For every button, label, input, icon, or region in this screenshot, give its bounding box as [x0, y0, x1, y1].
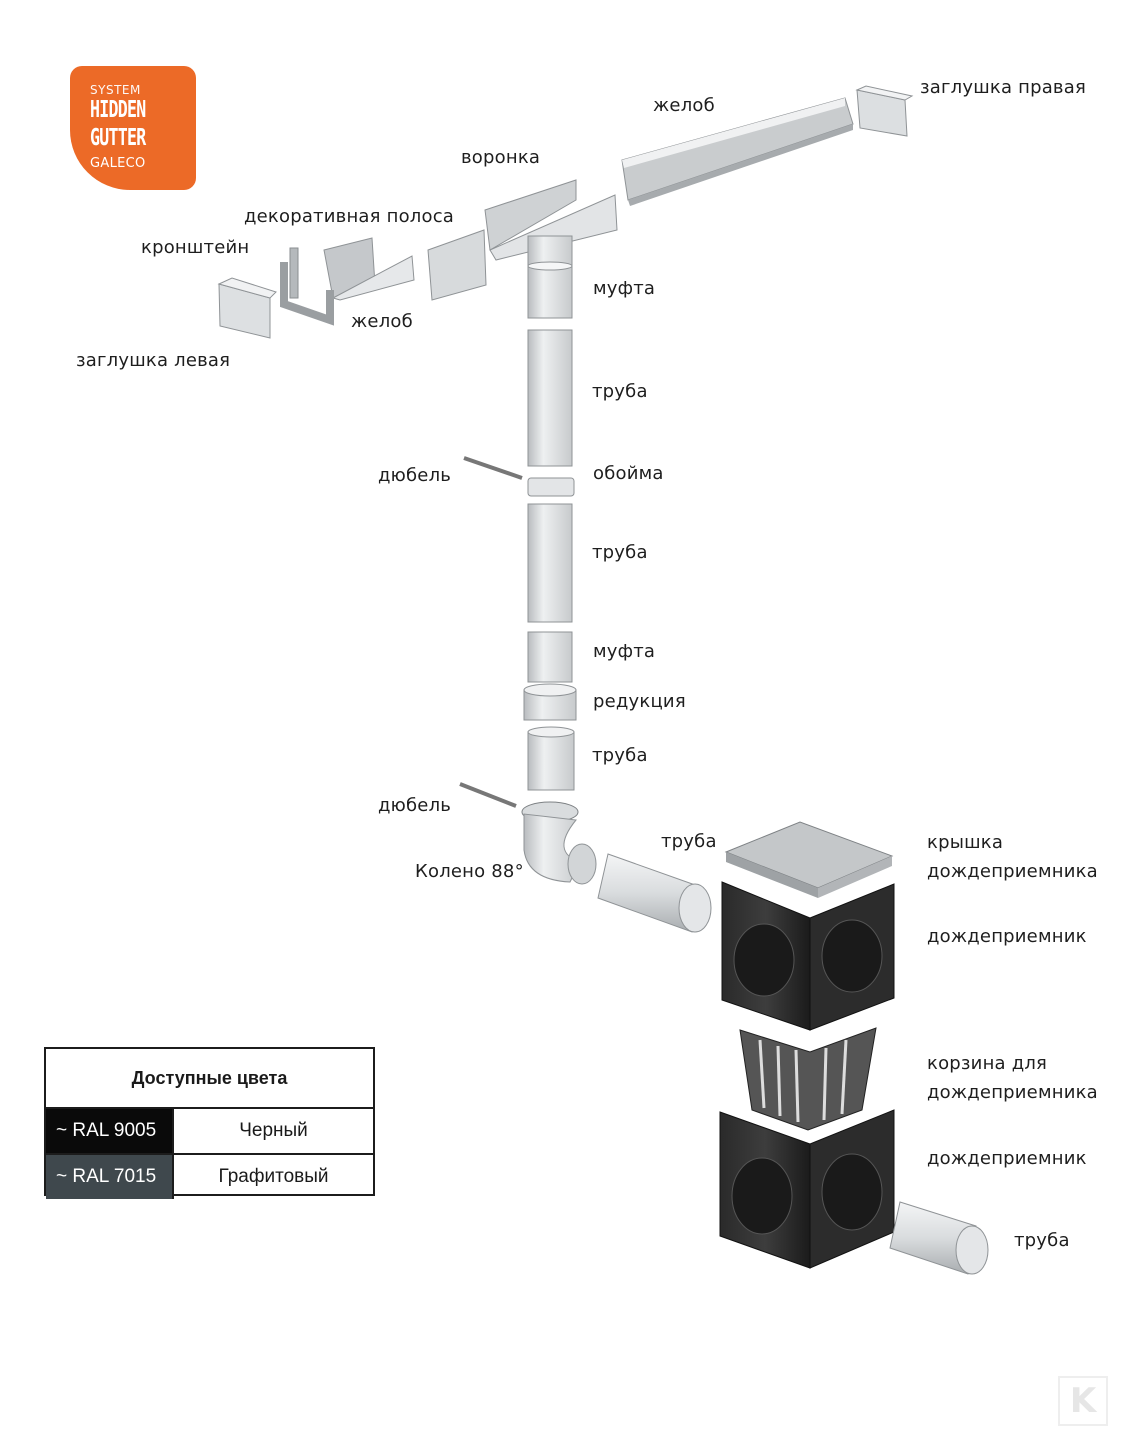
color-row: ~ RAL 7015 Графитовый	[46, 1153, 373, 1199]
label-inlet-1: дождеприемник	[927, 926, 1087, 947]
label-pipe-5: труба	[1014, 1230, 1070, 1251]
label-basket-line2: дождеприемника	[927, 1082, 1098, 1103]
label-end-cap-left: заглушка левая	[76, 350, 231, 371]
logo-hidden: HIDDEN	[90, 97, 146, 123]
label-reducer: редукция	[593, 691, 686, 712]
coupling-1	[527, 261, 573, 319]
available-colors-table: Доступные цвета ~ RAL 9005 Черный ~ RAL …	[44, 1047, 375, 1199]
logo-galeco: GALECO	[90, 156, 146, 171]
pipe-horizontal-2	[889, 1201, 989, 1275]
label-decorative-strip: декоративная полоса	[244, 206, 455, 227]
decorative-strip	[427, 229, 487, 301]
reducer	[523, 683, 577, 721]
label-funnel: воронка	[461, 147, 541, 168]
downpipe-1	[527, 329, 573, 467]
bracket	[280, 247, 334, 326]
label-pipe-clip: обойма	[593, 463, 664, 484]
inlet-basket	[739, 1027, 877, 1131]
end-cap-left	[217, 277, 277, 339]
round-pipe	[527, 726, 575, 791]
pipe-clip	[463, 456, 575, 497]
label-pipe-3: труба	[592, 745, 648, 766]
watermark: K	[1058, 1376, 1108, 1426]
coupling-2	[527, 631, 573, 683]
label-dowel-1: дюбель	[378, 465, 452, 486]
elbow-88	[459, 782, 597, 885]
logo-gutter: GUTTER	[90, 125, 146, 151]
label-bracket: кронштейн	[141, 237, 250, 258]
label-end-cap-right: заглушка правая	[920, 77, 1087, 98]
pipe-horizontal-1	[597, 853, 712, 933]
gutter-long	[621, 97, 854, 206]
label-gutter-left: желоб	[351, 311, 413, 332]
color-swatch-ral9005: ~ RAL 9005	[46, 1109, 172, 1153]
label-elbow: Колено 88°	[415, 861, 524, 882]
label-pipe-2: труба	[592, 542, 648, 563]
downpipe-2	[527, 503, 573, 623]
label-inlet-2: дождеприемник	[927, 1148, 1087, 1169]
rain-inlet-2	[719, 1109, 895, 1269]
label-coupling-1: муфта	[593, 278, 656, 299]
logo-system: SYSTEM	[90, 83, 141, 97]
funnel	[484, 179, 618, 267]
gutter-short	[323, 237, 415, 301]
label-pipe-4: труба	[661, 831, 717, 852]
label-lid-line2: дождеприемника	[927, 861, 1098, 882]
label-gutter-top: желоб	[653, 95, 715, 116]
end-cap-right	[855, 85, 914, 137]
color-swatch-ral7015: ~ RAL 7015	[46, 1155, 172, 1199]
color-name-graphite: Графитовый	[172, 1155, 373, 1199]
brand-logo: SYSTEM HIDDEN GUTTER GALECO	[70, 66, 196, 190]
rain-inlet-1	[721, 881, 895, 1031]
label-dowel-2: дюбель	[378, 795, 452, 816]
label-lid-line1: крышка	[927, 832, 1004, 853]
color-row: ~ RAL 9005 Черный	[46, 1109, 373, 1153]
label-pipe-1: труба	[592, 381, 648, 402]
color-name-black: Черный	[172, 1109, 373, 1153]
colors-table-title: Доступные цвета	[46, 1049, 373, 1109]
inlet-lid	[724, 821, 894, 898]
label-basket-line1: корзина для	[927, 1053, 1048, 1074]
label-coupling-2: муфта	[593, 641, 656, 662]
